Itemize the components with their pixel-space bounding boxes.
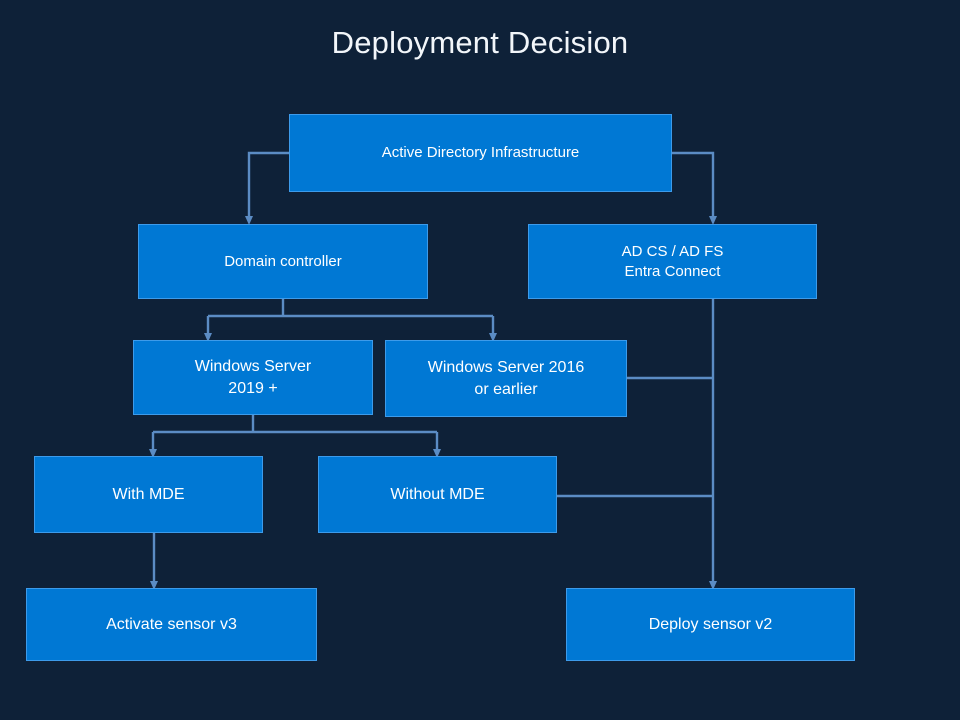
- node-activate-sensor-v3[interactable]: Activate sensor v3: [26, 588, 317, 661]
- node-label-windows-server-2016-or-earlier: Windows Server 2016 or earlier: [427, 359, 585, 398]
- node-windows-server-2016-or-earlier[interactable]: Windows Server 2016 or earlier: [385, 340, 627, 417]
- node-label-adcs-adfs-entra-connect: AD CS / AD FS Entra Connect: [621, 242, 724, 280]
- node-ad-infrastructure[interactable]: Active Directory Infrastructure: [289, 114, 672, 192]
- connector-ad-to-domain-controller: [245, 151, 289, 225]
- connector-ad-to-adcs: [672, 151, 717, 225]
- node-label-windows-server-2019-plus: Windows Server 2019 +: [194, 358, 312, 397]
- node-with-mde[interactable]: With MDE: [34, 456, 263, 533]
- node-label-activate-sensor-v3: Activate sensor v3: [106, 615, 237, 633]
- node-windows-server-2019-plus[interactable]: Windows Server 2019 +: [133, 340, 373, 415]
- node-label-with-mde: With MDE: [112, 485, 185, 503]
- node-label-domain-controller: Domain controller: [224, 252, 342, 270]
- node-deploy-sensor-v2[interactable]: Deploy sensor v2: [566, 588, 855, 661]
- node-adcs-adfs-entra-connect[interactable]: AD CS / AD FS Entra Connect: [528, 224, 817, 299]
- page-title: Deployment Decision: [331, 25, 629, 60]
- node-label-without-mde: Without MDE: [390, 485, 485, 503]
- node-label-deploy-sensor-v2: Deploy sensor v2: [648, 615, 773, 633]
- node-label-ad-infrastructure: Active Directory Infrastructure: [381, 144, 580, 162]
- node-domain-controller[interactable]: Domain controller: [138, 224, 428, 299]
- node-without-mde[interactable]: Without MDE: [318, 456, 557, 533]
